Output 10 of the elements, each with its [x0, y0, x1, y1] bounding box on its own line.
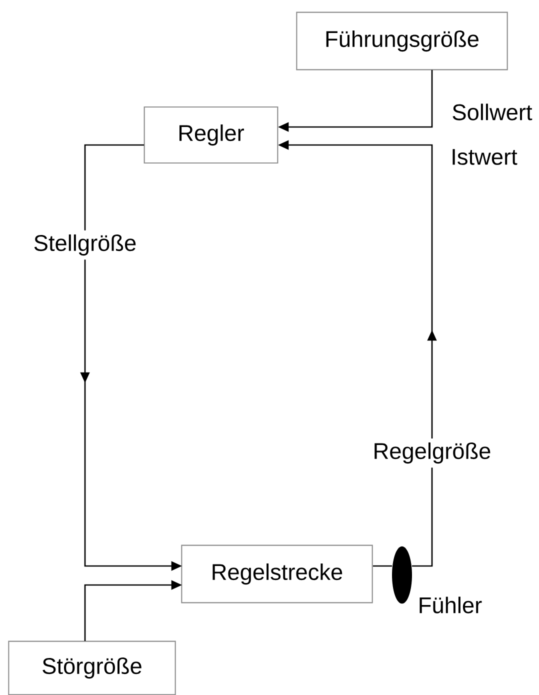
- sensor-label: Fühler: [420, 596, 482, 614]
- process-box: Regelstrecke: [181, 544, 373, 604]
- edge-label: Stellgröße: [29, 230, 141, 260]
- signal-label: Istwert: [452, 149, 518, 165]
- edge-label: Sollwert: [448, 100, 536, 124]
- sensor-symbol: [392, 546, 412, 604]
- process-box: Regler: [144, 106, 278, 164]
- process-box: Störgröße: [8, 640, 176, 695]
- edge-label: Regelgröße: [368, 438, 496, 468]
- process-box: Führungsgröße: [296, 12, 508, 70]
